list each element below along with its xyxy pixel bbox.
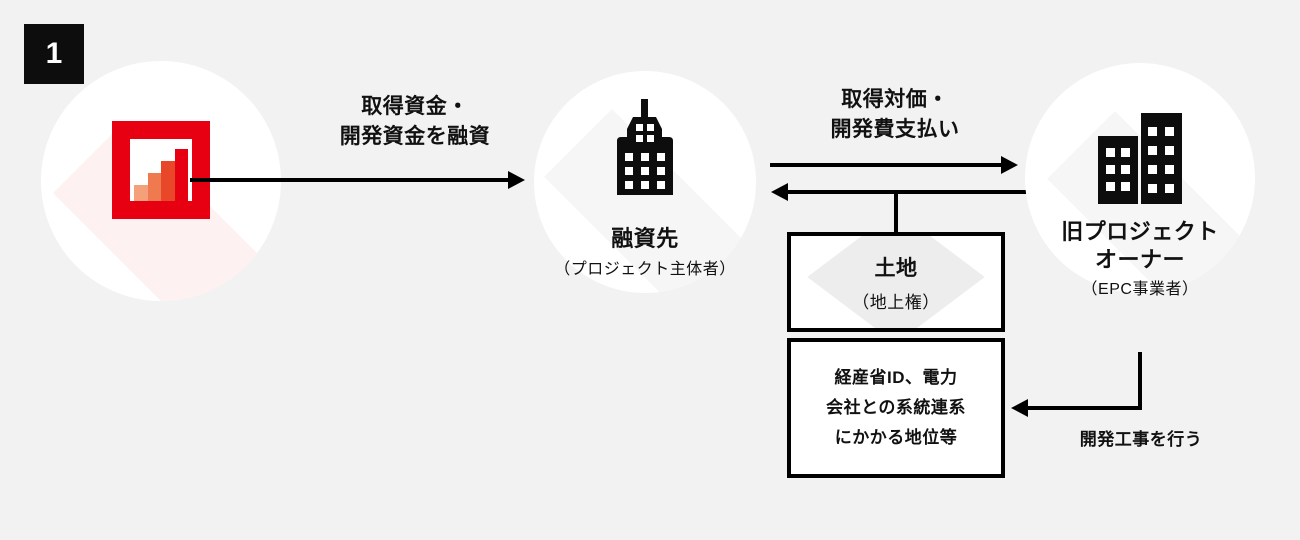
arrow-head-consideration-left xyxy=(771,183,788,201)
connector-stem-to-land-box xyxy=(894,190,898,234)
rights-box-line2: 会社との系統連系 xyxy=(826,398,966,418)
chart-bar-4 xyxy=(174,149,188,201)
arrow-head-consideration-right xyxy=(1001,156,1018,174)
flow-consideration-line1: 取得対価・ xyxy=(841,88,949,111)
node-owner-circle xyxy=(1025,63,1255,293)
red-framed-bar-chart-icon xyxy=(112,121,210,219)
lender-icon-holder xyxy=(41,121,281,219)
chart-bar-1 xyxy=(134,185,148,201)
land-box-subtitle: （地上権） xyxy=(852,292,940,312)
borrower-icon-holder xyxy=(534,97,756,197)
rights-box-line3: にかかる地位等 xyxy=(834,427,958,447)
arrow-line-consideration-left xyxy=(788,190,1030,194)
owner-title-line1: 旧プロジェクト xyxy=(1061,219,1219,244)
node-borrower-circle xyxy=(534,71,756,293)
arrow-line-loan xyxy=(190,178,510,182)
flow-label-construction: 開発工事を行う xyxy=(1079,430,1203,449)
chart-bar-2 xyxy=(147,172,161,201)
flow-loan-line1: 取得資金・ xyxy=(361,95,469,118)
flow-loan-line2: 開発資金を融資 xyxy=(339,125,491,149)
chart-bar-3 xyxy=(161,161,175,201)
arrow-line-consideration-right xyxy=(770,163,1010,167)
arrow-line-construction-horizontal xyxy=(1028,406,1142,410)
arrow-head-construction-left xyxy=(1011,399,1028,417)
land-box-title: 土地 xyxy=(874,256,918,280)
caption-borrower: 融資先 （プロジェクト主体者） xyxy=(495,224,795,280)
borrower-subtitle: （プロジェクト主体者） xyxy=(554,260,736,278)
owner-title-line2: オーナー xyxy=(1094,247,1185,273)
arrow-stem-construction-vertical xyxy=(1138,352,1142,410)
asset-box-grid-rights: 経産省ID、電力 会社との系統連系 にかかる地位等 xyxy=(787,338,1005,478)
caption-owner: 旧プロジェクト オーナー （EPC事業者） xyxy=(1005,218,1275,301)
owner-icon-holder xyxy=(1025,111,1255,206)
land-box-watermark xyxy=(807,236,985,328)
flow-consideration-line2: 開発費支払い xyxy=(830,118,960,142)
flow-label-consideration: 取得対価・ 開発費支払い xyxy=(785,85,1005,146)
chart-icon-inner-panel xyxy=(130,139,192,201)
owner-subtitle: （EPC事業者） xyxy=(1081,281,1199,299)
asset-box-land: 土地 （地上権） xyxy=(787,232,1005,332)
chart-icon-bars xyxy=(134,149,188,201)
step-number-badge: 1 xyxy=(24,24,84,84)
skyscraper-building-icon xyxy=(617,99,673,195)
two-office-buildings-icon xyxy=(1098,113,1182,204)
flow-label-loan: 取得資金・ 開発資金を融資 xyxy=(300,92,530,153)
arrow-head-loan-right xyxy=(508,171,525,189)
borrower-title: 融資先 xyxy=(611,226,679,251)
step-number-text: 1 xyxy=(45,37,63,70)
rights-box-line1: 経産省ID、電力 xyxy=(834,368,958,388)
